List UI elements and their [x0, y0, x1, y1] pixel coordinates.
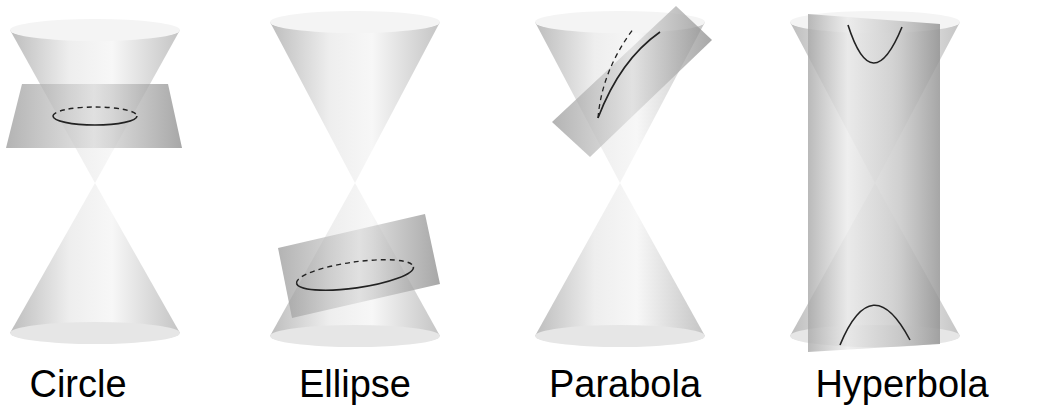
double-cone	[6, 19, 182, 344]
cone-base	[10, 322, 180, 344]
conic-name: Circle	[29, 364, 126, 406]
parabola-section	[598, 32, 660, 118]
lower-nappe	[270, 183, 440, 336]
hyperbola-upper-branch	[848, 25, 902, 63]
cone-base	[270, 325, 440, 347]
cone-rim	[10, 19, 180, 41]
lower-nappe	[535, 183, 705, 336]
conic-name: Parabola	[549, 364, 701, 406]
cutting-plane	[552, 6, 712, 157]
cutting-plane	[278, 214, 440, 318]
circle-section	[53, 116, 137, 125]
cutting-plane	[808, 14, 940, 352]
double-cone	[535, 6, 712, 347]
ellipse-section-hidden	[295, 254, 414, 283]
double-cone	[270, 11, 440, 347]
parabola-section-hidden	[598, 28, 634, 118]
conic-name: Ellipse	[299, 364, 411, 406]
cutting-plane	[6, 84, 182, 148]
double-cone	[790, 11, 960, 352]
hyperbola-lower-branch	[840, 305, 910, 345]
circle-section-hidden	[53, 107, 137, 116]
cone-rim	[270, 11, 440, 33]
upper-nappe	[270, 22, 440, 183]
conic-name: Hyperbola	[815, 364, 988, 406]
lower-nappe	[10, 183, 180, 333]
cone-base	[535, 325, 705, 347]
